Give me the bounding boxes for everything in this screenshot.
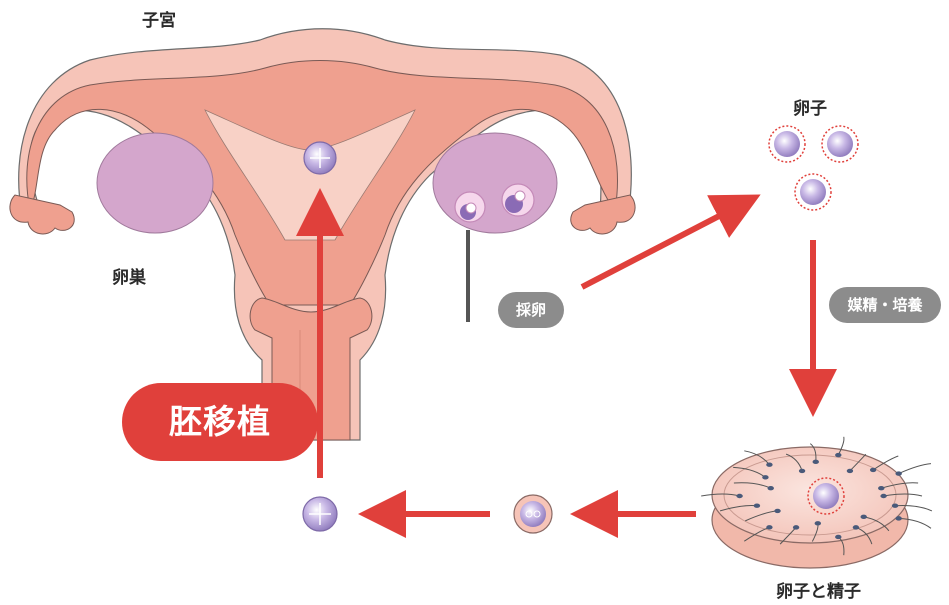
label-retrieval: 採卵 [498, 292, 564, 328]
sperm-head [835, 453, 841, 457]
sperm-head [892, 504, 898, 508]
egg [822, 126, 858, 162]
sperm-head [762, 475, 768, 479]
label-egg-and-sperm: 卵子と精子 [776, 577, 861, 602]
sperm-head [853, 525, 859, 529]
sperm-head [766, 463, 772, 467]
sperm-head [835, 535, 841, 539]
sperm-head [870, 468, 876, 472]
fimbria-left [10, 195, 74, 234]
sperm-head [799, 469, 805, 473]
embryo-in-uterus [304, 142, 336, 174]
ovary-right [433, 133, 557, 233]
sperm-head [793, 525, 799, 529]
sperm-head [774, 509, 780, 513]
label-culture: 媒精・培養 [829, 287, 941, 323]
eggs-group [769, 126, 858, 210]
sperm-head [861, 515, 867, 519]
follicle [455, 192, 485, 222]
sperm-head [754, 504, 760, 508]
label-ovary: 卵巣 [112, 263, 146, 288]
sperm-head [895, 471, 901, 475]
fimbria-right [571, 195, 635, 234]
sperm-head [880, 494, 886, 498]
fertilized-egg [514, 495, 552, 533]
sperm-head [768, 486, 774, 490]
embryo [303, 497, 337, 531]
egg [769, 126, 805, 162]
egg [795, 174, 831, 210]
petri-dish [701, 437, 932, 568]
sperm-head [815, 521, 821, 525]
sperm-head [736, 494, 742, 498]
sperm-tail [899, 464, 931, 474]
sperm-head [766, 525, 772, 529]
sperm-head [813, 460, 819, 464]
follicle [502, 184, 534, 216]
ovary-left [97, 133, 213, 233]
sperm-head [895, 516, 901, 520]
sperm-head [847, 469, 853, 473]
label-eggs: 卵子 [793, 94, 827, 119]
label-uterus: 子宮 [142, 6, 176, 31]
label-embryo-transfer: 胚移植 [122, 383, 318, 461]
sperm-head [878, 486, 884, 490]
